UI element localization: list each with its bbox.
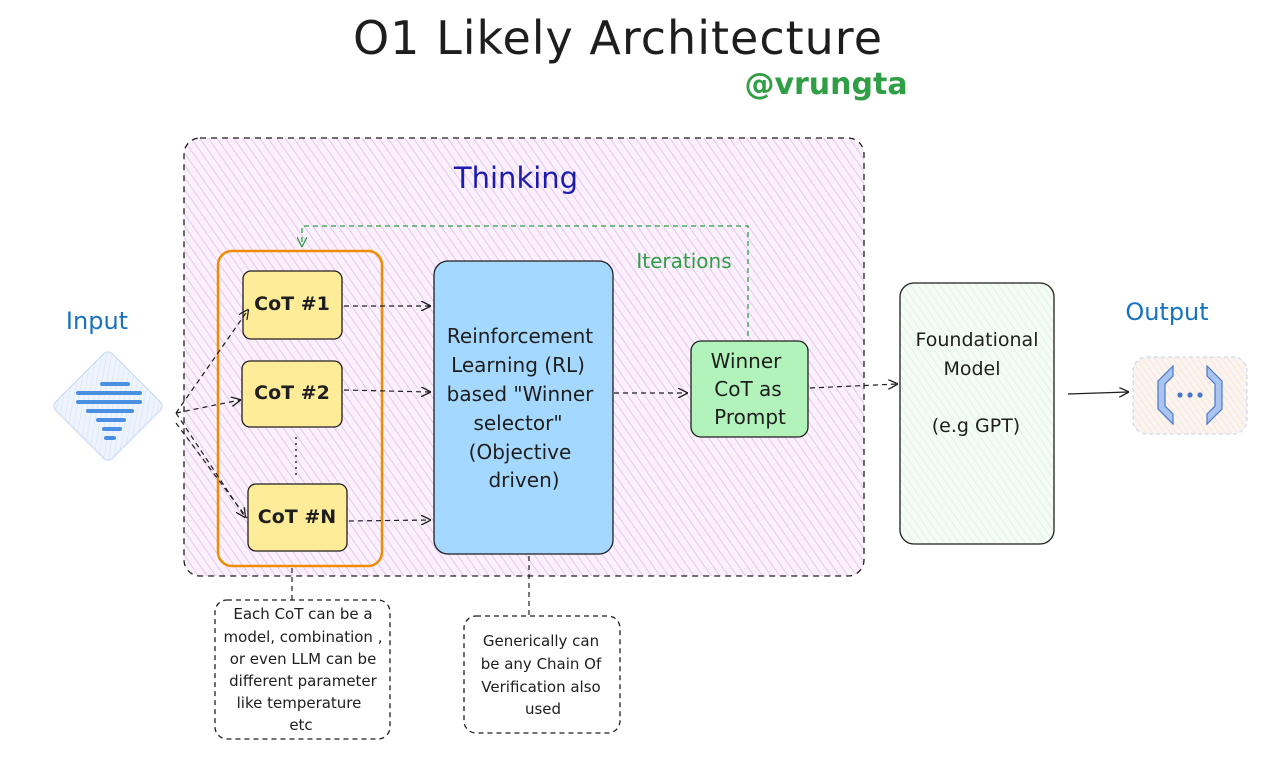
winner-box bbox=[690, 340, 809, 438]
cot-note-line-1: Each CoT can be a bbox=[233, 605, 372, 623]
foundational-line-3: (e.g GPT) bbox=[932, 415, 1020, 437]
rl-note-line-1: Generically can bbox=[483, 632, 599, 650]
foundational-line-1: Foundational bbox=[916, 329, 1039, 351]
cot-box-1 bbox=[242, 270, 343, 340]
cot-note-box bbox=[214, 599, 391, 740]
iterations-label: Iterations bbox=[636, 249, 731, 273]
model-to-output-arrow bbox=[1067, 392, 1128, 394]
cot-note-line-2: model, combination , bbox=[224, 628, 383, 646]
cot-note-line-3: or even LLM can be bbox=[230, 650, 377, 668]
rl-note-line-2: be any Chain Of bbox=[481, 655, 602, 673]
cot-group bbox=[216, 249, 384, 568]
author-handle: @vrungta bbox=[744, 67, 907, 102]
rl-line-5: (Objective bbox=[469, 440, 572, 464]
rl-line-6: driven) bbox=[488, 468, 559, 492]
rl-line-1: Reinforcement bbox=[447, 324, 593, 348]
rl-note-line-4: used bbox=[525, 700, 561, 718]
output-label: Output bbox=[1125, 298, 1208, 326]
brackets-ellipsis-icon bbox=[1132, 356, 1248, 435]
thinking-label: Thinking bbox=[453, 161, 578, 195]
foundational-model-box bbox=[899, 282, 1055, 545]
winner-line-2: CoT as bbox=[714, 377, 781, 401]
rl-selector-box bbox=[433, 260, 614, 555]
winner-line-1: Winner bbox=[711, 349, 783, 373]
cot-box-n bbox=[247, 483, 348, 552]
diagram-title: O1 Likely Architecture bbox=[353, 11, 883, 65]
cot-box-2 bbox=[241, 360, 343, 428]
rl-line-3: based "Winner bbox=[447, 382, 594, 406]
cot-note-line-5: like temperature bbox=[237, 694, 362, 712]
rl-line-4: selector" bbox=[473, 411, 562, 435]
cot-label-n: CoT #N bbox=[258, 506, 336, 528]
rl-note-box bbox=[463, 615, 621, 734]
iterations-arrow bbox=[302, 225, 749, 345]
filter-lines-icon bbox=[53, 351, 163, 461]
cot-label-2: CoT #2 bbox=[254, 382, 330, 404]
foundational-line-2: Model bbox=[943, 358, 1000, 380]
winner-to-model-arrow bbox=[809, 384, 897, 388]
rl-line-2: Learning (RL) bbox=[451, 353, 585, 377]
cot-to-rl-arrows bbox=[343, 306, 430, 521]
cot-note-line-6: etc bbox=[289, 716, 312, 734]
cot-note-line-4: different parameter bbox=[229, 672, 377, 690]
input-label: Input bbox=[66, 307, 128, 335]
input-to-cot-arrows bbox=[175, 310, 248, 518]
winner-line-3: Prompt bbox=[714, 405, 786, 429]
cot-label-1: CoT #1 bbox=[254, 293, 330, 315]
rl-note-line-3: Verification also bbox=[481, 678, 600, 696]
